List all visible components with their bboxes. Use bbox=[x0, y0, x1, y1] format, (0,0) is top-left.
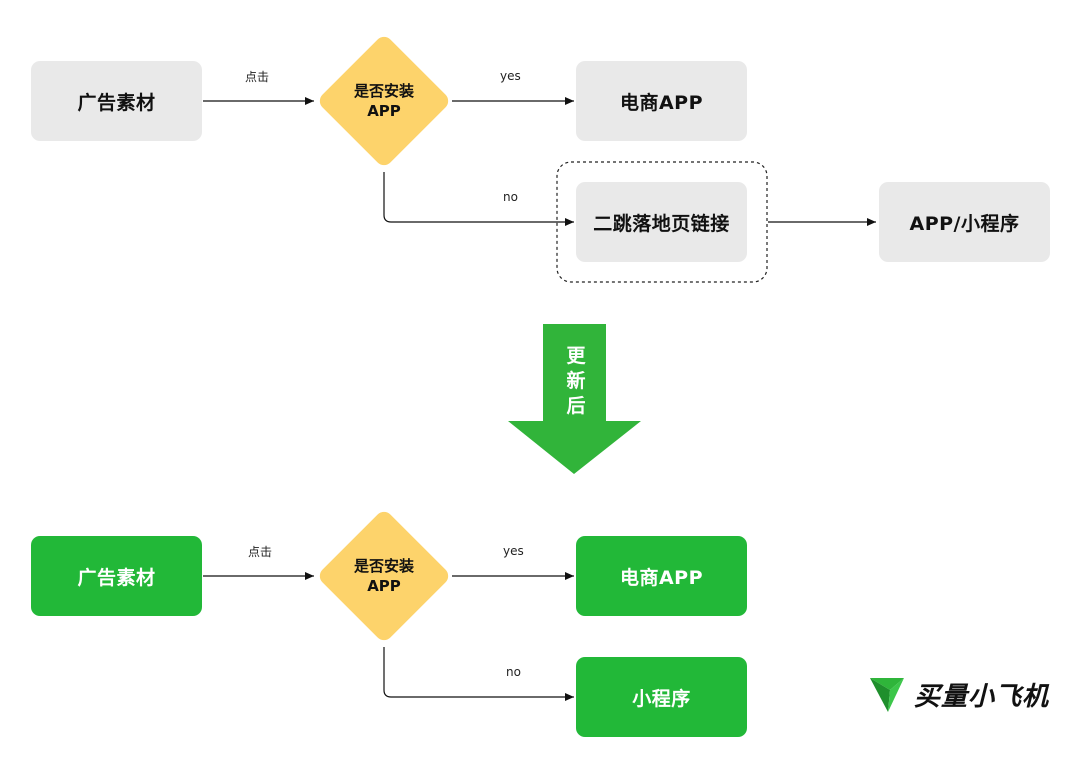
after-no-target: 小程序 bbox=[632, 687, 691, 710]
arrow-decision-to-no-top bbox=[383, 172, 574, 226]
update-char-1: 更 bbox=[566, 345, 586, 367]
arrow-decision-to-no-bottom bbox=[383, 647, 574, 701]
paper-plane-icon bbox=[870, 678, 904, 712]
before-yes-target: 电商APP bbox=[619, 91, 704, 114]
before-start-node: 广告素材 bbox=[31, 61, 202, 141]
landing-page-dashed-outline bbox=[556, 161, 768, 283]
after-yes-node: 电商APP bbox=[576, 536, 747, 616]
after-no-node: 小程序 bbox=[576, 657, 747, 737]
before-final-node: APP/小程序 bbox=[879, 182, 1050, 262]
after-start-node: 广告素材 bbox=[31, 536, 202, 616]
before-yes-node: 电商APP bbox=[576, 61, 747, 141]
before-no-label: no bbox=[503, 190, 518, 204]
after-start-label: 广告素材 bbox=[77, 566, 156, 589]
update-arrow bbox=[508, 324, 641, 474]
before-decision-line1: 是否安装 bbox=[353, 82, 414, 100]
before-yes-label: yes bbox=[500, 69, 521, 83]
update-char-3: 后 bbox=[566, 395, 586, 417]
after-click-label: 点击 bbox=[248, 545, 273, 559]
update-label: 更 新 后 bbox=[548, 344, 604, 419]
after-yes-label: yes bbox=[503, 544, 524, 558]
before-decision-node: 是否安装 APP bbox=[315, 32, 453, 170]
after-yes-target: 电商APP bbox=[619, 566, 704, 589]
before-decision-line2: APP bbox=[367, 102, 401, 120]
before-final-target: APP/小程序 bbox=[909, 212, 1020, 235]
after-decision-node: 是否安装 APP bbox=[315, 507, 453, 645]
before-landing-target: 二跳落地页链接 bbox=[593, 212, 730, 235]
before-click-label: 点击 bbox=[245, 70, 270, 84]
logo-text: 买量小飞机 bbox=[914, 681, 1050, 712]
after-no-label: no bbox=[506, 665, 521, 679]
before-start-label: 广告素材 bbox=[77, 91, 156, 114]
brand-logo: 买量小飞机 bbox=[868, 674, 1049, 714]
after-decision-line1: 是否安装 bbox=[353, 557, 414, 575]
after-decision-line2: APP bbox=[367, 577, 401, 595]
before-landing-node: 二跳落地页链接 bbox=[576, 182, 747, 262]
update-char-2: 新 bbox=[566, 370, 586, 392]
